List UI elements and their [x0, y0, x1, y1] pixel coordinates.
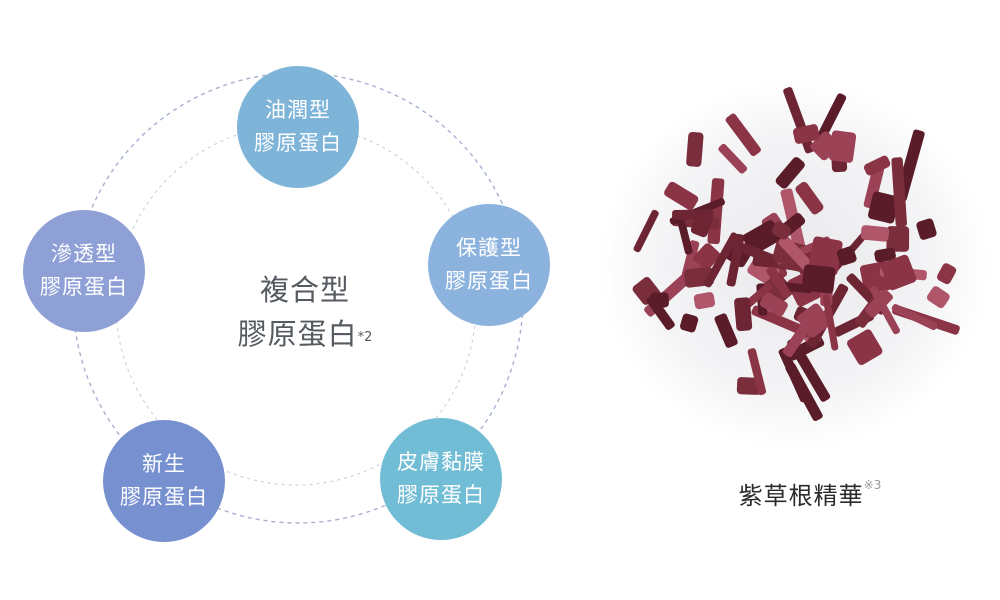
- root-piece: [816, 93, 847, 142]
- center-label: 複合型 膠原蛋白*2: [200, 268, 410, 356]
- root-piece: [759, 292, 788, 317]
- node-label-2: 膠原蛋白: [397, 483, 485, 507]
- root-piece: [742, 220, 782, 255]
- root-piece: [916, 218, 937, 240]
- root-piece: [664, 181, 699, 211]
- root-piece: [775, 157, 805, 189]
- node-protect-collagen: 保護型 膠原蛋白: [428, 204, 550, 326]
- root-piece: [936, 263, 957, 285]
- root-piece: [785, 363, 823, 422]
- root-piece: [703, 232, 739, 288]
- root-piece: [718, 143, 748, 174]
- herb-footnote: ※3: [863, 478, 882, 492]
- node-label-1: 新生: [142, 452, 186, 476]
- node-label-2: 膠原蛋白: [120, 485, 208, 509]
- root-piece: [778, 235, 816, 274]
- node-label-2: 膠原蛋白: [445, 269, 533, 293]
- center-line-1: 複合型: [259, 273, 350, 307]
- root-piece: [847, 329, 883, 366]
- root-piece: [828, 130, 857, 163]
- node-label-2: 膠原蛋白: [254, 131, 342, 155]
- root-piece: [725, 113, 761, 157]
- node-oil-collagen: 油潤型 膠原蛋白: [237, 66, 359, 188]
- root-piece: [714, 313, 738, 348]
- node-label-1: 油潤型: [265, 98, 331, 122]
- herb-caption: 紫草根精華※3: [680, 476, 940, 511]
- root-piece: [686, 131, 704, 167]
- root-piece: [880, 254, 917, 291]
- root-pieces: [632, 87, 960, 422]
- root-piece: [795, 181, 824, 215]
- root-piece: [868, 191, 900, 224]
- root-piece: [836, 246, 857, 266]
- root-piece: [680, 313, 699, 333]
- herb-image: [600, 80, 990, 450]
- node-label-1: 保護型: [456, 236, 522, 260]
- root-piece: [633, 209, 659, 253]
- root-piece: [870, 286, 900, 335]
- root-piece: [822, 294, 839, 351]
- root-piece: [782, 324, 810, 358]
- center-line-2: 膠原蛋白*2: [200, 312, 410, 356]
- root-piece: [747, 348, 767, 396]
- root-piece: [874, 247, 896, 263]
- root-piece: [891, 304, 938, 331]
- node-new-collagen: 新生 膠原蛋白: [103, 420, 225, 542]
- root-piece: [734, 297, 753, 332]
- node-mucosa-collagen: 皮膚黏膜 膠原蛋白: [380, 418, 502, 540]
- root-piece: [646, 295, 675, 330]
- center-line-2-text: 膠原蛋白: [237, 317, 358, 351]
- root-piece: [678, 221, 693, 255]
- root-piece: [693, 292, 716, 310]
- root-piece: [766, 266, 791, 299]
- root-piece: [863, 155, 891, 176]
- node-label-1: 滲透型: [51, 242, 117, 266]
- herb-name: 紫草根精華: [738, 482, 864, 510]
- root-piece: [771, 221, 792, 240]
- root-piece: [891, 157, 907, 227]
- root-piece: [863, 165, 885, 209]
- root-piece: [690, 213, 713, 238]
- center-footnote: *2: [357, 330, 373, 345]
- root-piece: [926, 286, 950, 309]
- root-piece: [793, 124, 820, 144]
- node-label-1: 皮膚黏膜: [397, 450, 485, 474]
- root-piece: [860, 225, 890, 242]
- root-piece: [692, 243, 721, 271]
- root-piece: [801, 264, 836, 294]
- node-penetrate-collagen: 滲透型 膠原蛋白: [23, 210, 145, 332]
- root-piece: [726, 233, 745, 287]
- node-label-2: 膠原蛋白: [40, 275, 128, 299]
- root-piece: [886, 226, 910, 252]
- root-piece: [787, 337, 831, 402]
